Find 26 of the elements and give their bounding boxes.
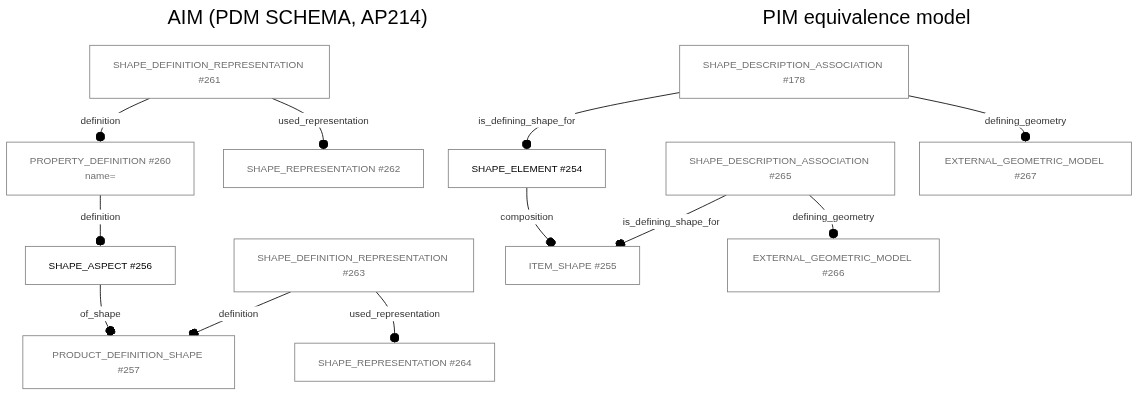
node-box: SHAPE_REPRESENTATION #264 [294, 342, 496, 382]
edge-label: defining_geometry [792, 211, 875, 223]
edge-label: is_defining_shape_for [622, 215, 720, 228]
edge-label: of_shape [79, 308, 121, 320]
node-box: PROPERTY_DEFINITION #260 name= [6, 141, 195, 196]
node-box: ITEM_SHAPE #255 [505, 245, 641, 285]
edge-label: defining_geometry [984, 114, 1067, 126]
edge-label: definition [218, 308, 259, 320]
edge-label: definition [80, 114, 121, 126]
node-box: EXTERNAL_GEOMETRIC_MODEL #266 [727, 238, 940, 293]
edge-label: used_representation [278, 114, 369, 126]
section-heading: AIM (PDM SCHEMA, AP214) [167, 5, 428, 29]
section-heading: PIM equivalence model [762, 5, 971, 29]
node-box: SHAPE_ASPECT #256 [24, 245, 176, 285]
node-box: SHAPE_ELEMENT #254 [447, 149, 606, 189]
node-box: SHAPE_DEFINITION_REPRESENTATION #263 [233, 238, 475, 293]
node-box: SHAPE_REPRESENTATION #262 [223, 149, 424, 189]
edge-label: used_representation [349, 308, 440, 320]
edge-label: composition [500, 211, 554, 223]
node-box: SHAPE_DEFINITION_REPRESENTATION #261 [89, 44, 330, 99]
node-box: EXTERNAL_GEOMETRIC_MODEL #267 [919, 141, 1132, 196]
node-box: SHAPE_DESCRIPTION_ASSOCIATION #265 [665, 141, 896, 196]
edge-label: definition [80, 211, 121, 223]
node-box: SHAPE_DESCRIPTION_ASSOCIATION #178 [679, 44, 909, 99]
edge-label: is_defining_shape_for [478, 114, 576, 126]
node-box: PRODUCT_DEFINITION_SHAPE #257 [22, 335, 236, 390]
